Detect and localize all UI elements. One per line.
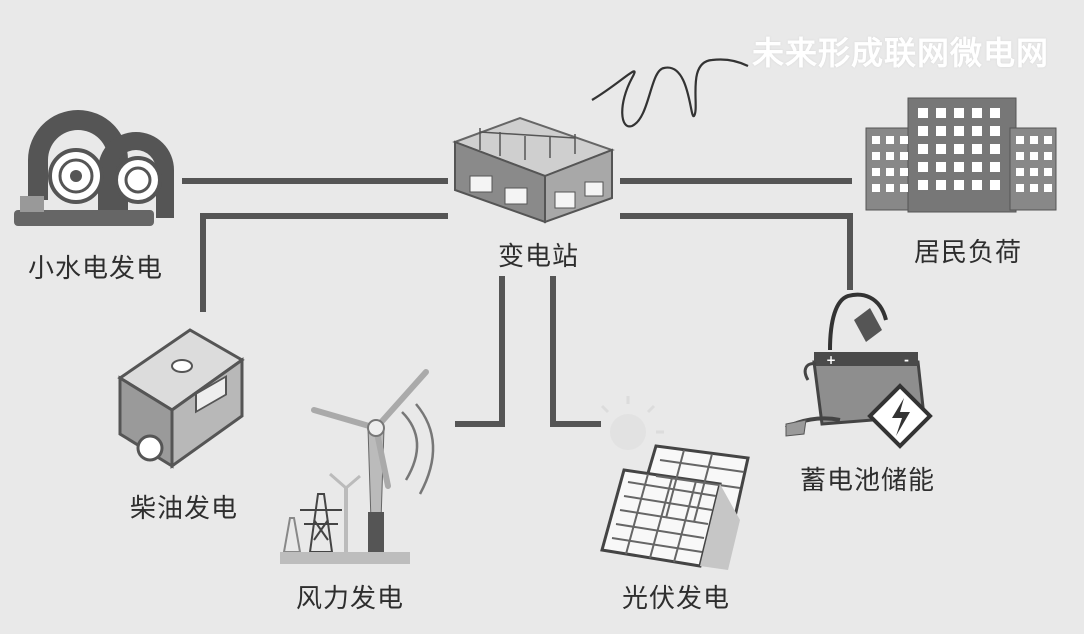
label-substation: 变电站 (498, 242, 580, 272)
line-substation-battery (620, 213, 853, 290)
line-solar-substation (550, 276, 601, 427)
diesel-generator-icon (117, 328, 245, 469)
substation-building-icon (452, 116, 615, 224)
solar-panel-icon (600, 444, 750, 570)
battery-positive-terminal: + (826, 353, 836, 367)
diagram-title: 未来形成联网微电网 (752, 34, 1050, 72)
label-battery: 蓄电池储能 (800, 466, 936, 496)
wind-ground-strip (280, 552, 410, 564)
label-wind: 风力发电 (296, 584, 405, 614)
sun-icon (600, 396, 664, 450)
label-diesel: 柴油发电 (130, 494, 239, 524)
battery-negative-terminal: - (904, 353, 909, 367)
power-pylon-icon (282, 493, 342, 553)
label-solar: 光伏发电 (622, 584, 731, 614)
decorative-swirl (591, 58, 749, 128)
residential-buildings-icon (865, 97, 1057, 213)
label-hydro: 小水电发电 (28, 254, 164, 284)
label-residential: 居民负荷 (914, 238, 1023, 268)
hydro-turbine-icon (14, 110, 174, 226)
lightning-warning-icon (867, 383, 933, 449)
wind-turbine-icon (311, 369, 435, 553)
line-diesel-substation (200, 213, 448, 312)
line-wind-substation (455, 276, 505, 427)
battery-icon: + - (785, 292, 933, 449)
connection-lines (182, 178, 853, 427)
